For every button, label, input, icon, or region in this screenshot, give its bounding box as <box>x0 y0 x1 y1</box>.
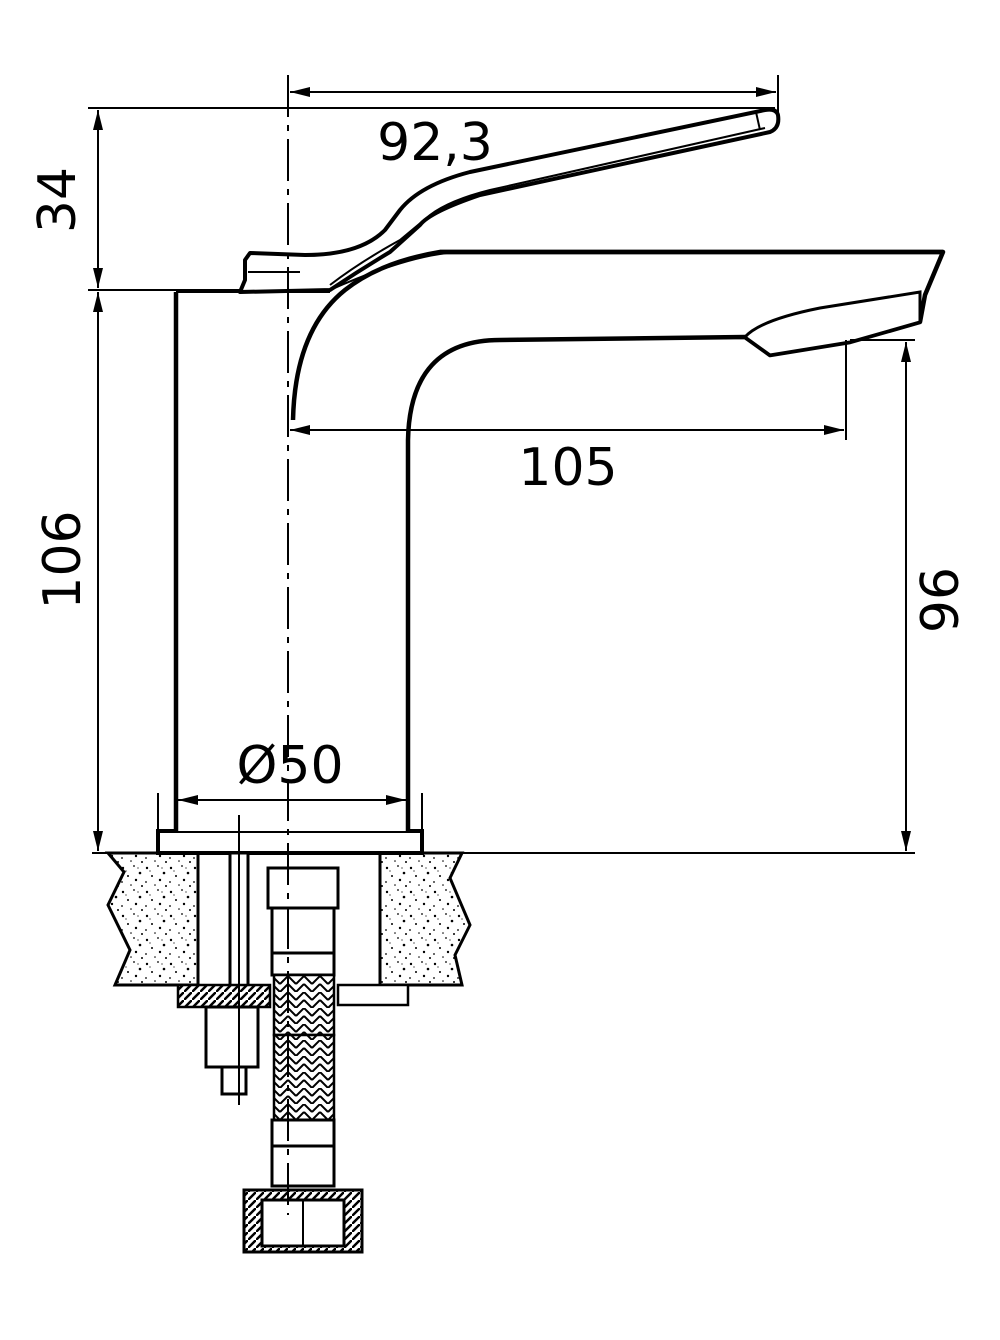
mounting-stud <box>176 815 272 1105</box>
countertop-right-section <box>378 851 472 987</box>
dimension-lines <box>88 75 915 851</box>
label-spout-height: 96 <box>911 567 971 633</box>
spout <box>290 249 946 441</box>
hose-braid-lower <box>272 1033 336 1122</box>
label-lever-reach: 92,3 <box>377 113 493 173</box>
hose-braid-upper <box>272 973 336 1037</box>
label-spout-reach: 105 <box>518 438 617 498</box>
aerator <box>742 290 922 357</box>
label-base-diameter: Ø50 <box>236 736 343 796</box>
side-pipe <box>336 983 410 1007</box>
stud-nut <box>204 1005 260 1069</box>
stud-washer-hatched <box>176 983 272 1009</box>
base-flange <box>156 829 424 855</box>
hose-top-fitting <box>266 866 340 910</box>
flexible-hose <box>242 866 364 1254</box>
countertop-left-section <box>104 851 200 987</box>
label-lever-height: 34 <box>28 167 88 233</box>
countertop <box>92 851 915 987</box>
label-body-height: 106 <box>33 510 93 609</box>
